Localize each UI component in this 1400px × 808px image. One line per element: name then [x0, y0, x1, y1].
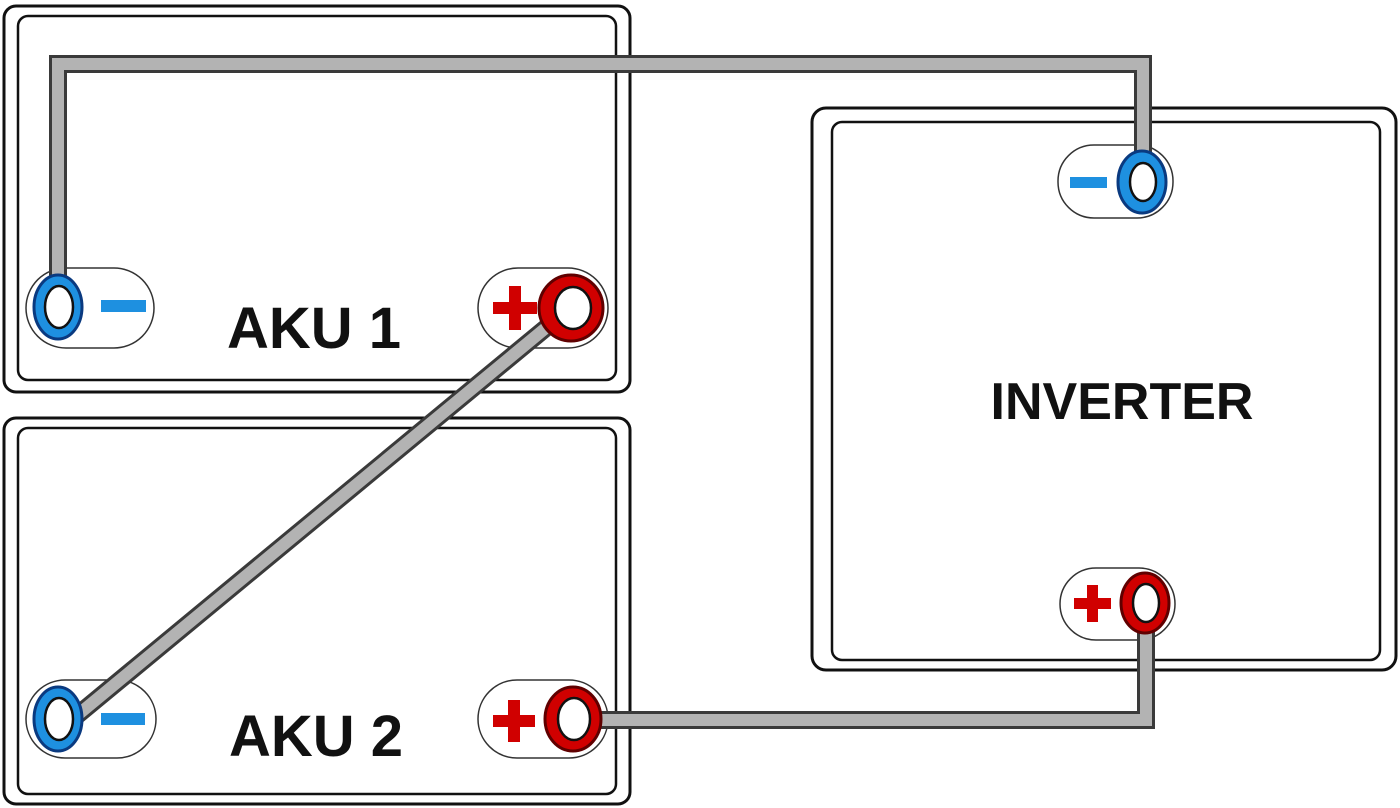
- inverter-negative-hole: [1128, 161, 1158, 203]
- inverter-plus-icon: [1074, 585, 1111, 622]
- battery-2-minus-icon: [101, 713, 145, 725]
- wires: [49, 55, 1155, 729]
- battery-1-negative-terminal: [32, 273, 84, 341]
- wire-series-link: [70, 317, 557, 723]
- battery-1-label: AKU 1: [227, 296, 401, 361]
- wire-positive-aku2-to-inverter: [596, 628, 1152, 726]
- battery-2-plus-icon: [493, 700, 535, 742]
- inverter-label: INVERTER: [991, 373, 1254, 431]
- battery-2-case-inner: [16, 426, 618, 796]
- battery-2-positive-hole: [556, 696, 592, 742]
- inverter-positive-hole: [1131, 582, 1161, 624]
- battery-aku-1: [2, 4, 632, 394]
- battery-1-positive-hole: [553, 285, 593, 331]
- battery-2-label: AKU 2: [229, 704, 403, 769]
- battery-1-minus-icon: [101, 300, 146, 312]
- battery-2-negative-hole: [43, 696, 75, 742]
- battery-2-positive-terminal: [543, 685, 603, 753]
- inverter-positive-terminal: [1119, 571, 1171, 635]
- battery-aku-2: [2, 416, 632, 806]
- inverter-case-inner: [830, 120, 1382, 662]
- inverter: [810, 106, 1398, 672]
- inverter-negative-terminal: [1116, 149, 1168, 215]
- battery-1-positive-terminal: [537, 273, 605, 343]
- wire-negative-aku1-to-inverter: [52, 58, 1149, 278]
- inverter-minus-icon: [1070, 177, 1107, 188]
- battery-1-plus-icon: [493, 286, 537, 330]
- battery-1-negative-hole: [43, 284, 75, 330]
- battery-2-negative-terminal: [32, 685, 84, 753]
- battery-1-case-inner: [16, 14, 618, 382]
